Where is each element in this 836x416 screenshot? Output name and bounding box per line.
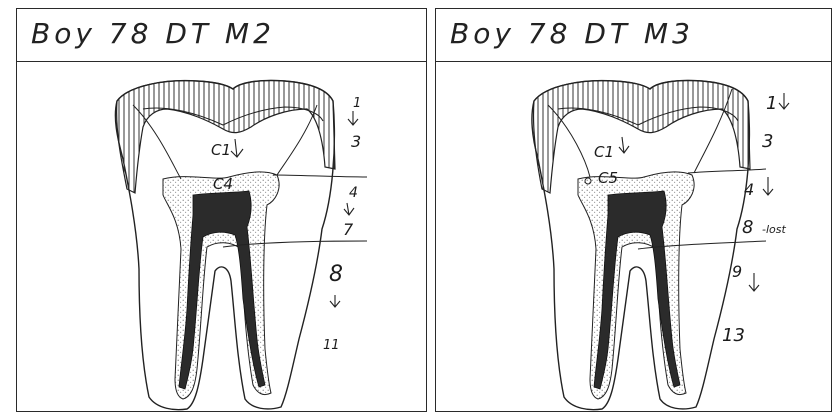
stage-number: 8 <box>742 217 753 238</box>
stage-number: 4 <box>744 180 754 199</box>
stage-number: 1 <box>766 93 777 114</box>
stage-number: 7 <box>343 220 354 239</box>
lost-note: -lost <box>762 223 786 236</box>
tooth-panel-m3: Boy 78 DT M3 <box>435 8 832 412</box>
crown-label-c1: C1 <box>594 143 614 161</box>
tooth-diagram: C1 C5 1 3 4 8 -lost 9 13 <box>436 9 833 413</box>
stage-number: 11 <box>323 338 340 353</box>
stage-number: 13 <box>722 325 745 346</box>
stage-number: 3 <box>351 132 361 151</box>
stage-number: 4 <box>349 185 358 201</box>
tooth-diagram: C1 C4 1 3 4 7 8 11 <box>17 9 428 413</box>
crown-label-c4: C4 <box>213 175 233 193</box>
tooth-panel-m2: Boy 78 DT M2 <box>16 8 427 412</box>
stage-number: 8 <box>329 262 343 287</box>
crown-label-c1: C1 <box>211 141 231 159</box>
stage-number: 3 <box>762 131 773 152</box>
crown-label-c5: C5 <box>598 169 618 187</box>
stage-number: 1 <box>353 96 361 111</box>
stage-number: 9 <box>732 262 742 281</box>
